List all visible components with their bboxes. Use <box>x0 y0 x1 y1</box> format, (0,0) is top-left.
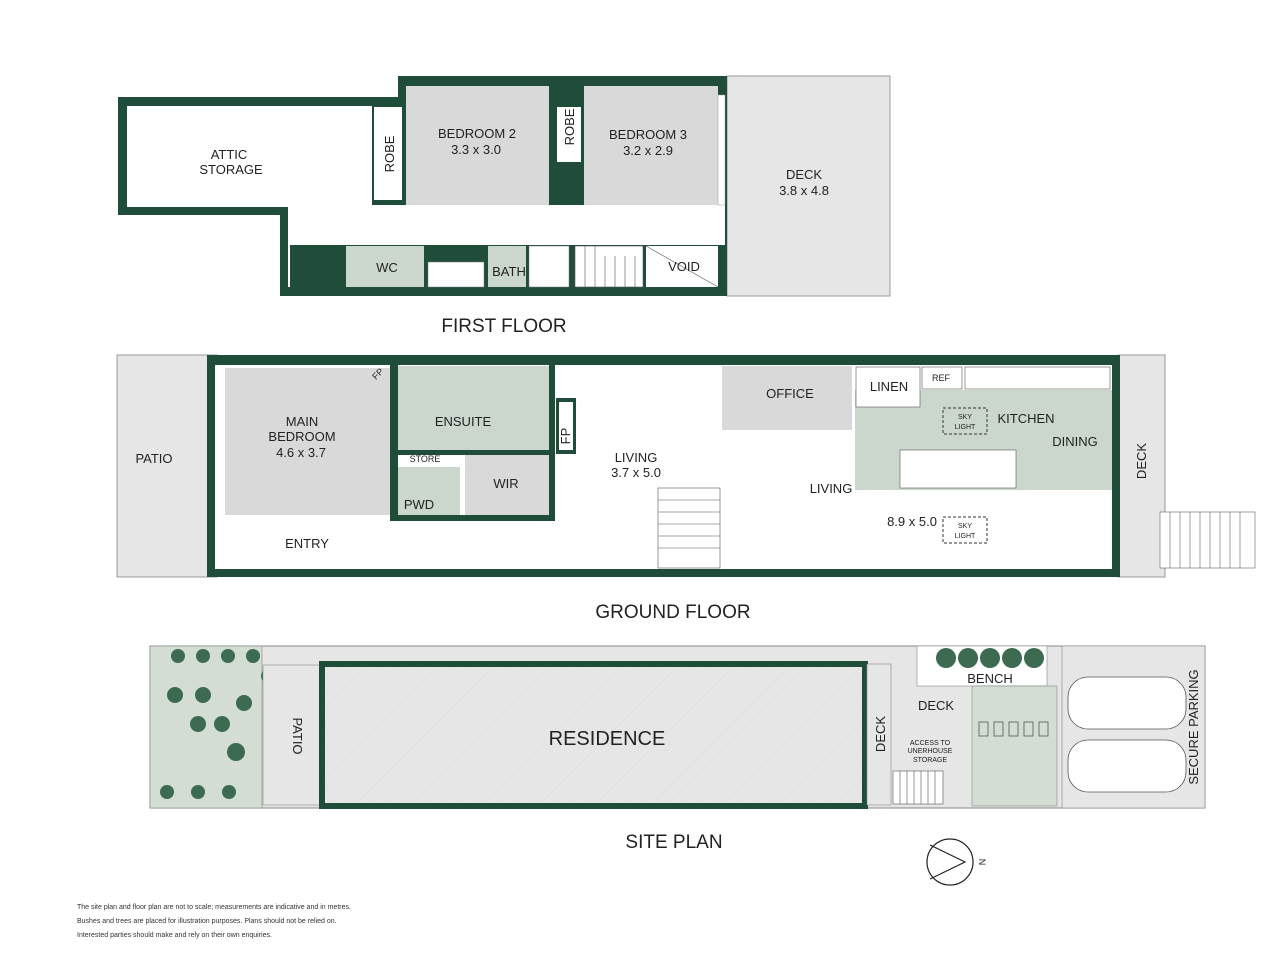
site-plan-title: SITE PLAN <box>625 832 722 853</box>
label-robe-2: ROBE <box>562 108 577 145</box>
stairs-ground <box>657 487 721 569</box>
size-deck-first: 3.8 x 4.8 <box>779 183 829 198</box>
first-floor: ATTIC STORAGE ROBE ROBE BEDROOM 2 3.3 x … <box>118 75 891 337</box>
label-living-2: LIVING <box>810 481 853 496</box>
size-bedroom-3: 3.2 x 2.9 <box>623 143 673 158</box>
label-fp-living: FP <box>558 428 573 445</box>
label-bedroom-3: BEDROOM 3 <box>609 127 687 142</box>
wir <box>465 455 549 515</box>
label-patio: PATIO <box>135 451 172 466</box>
skylight-2 <box>942 516 988 544</box>
linen <box>855 366 921 408</box>
disclaimer-line-1: The site plan and floor plan are not to … <box>77 904 351 911</box>
robe-1 <box>374 107 402 200</box>
label-light-2: LIGHT <box>955 533 976 540</box>
label-site-deck: DECK <box>918 698 954 713</box>
label-bedroom: BEDROOM <box>268 429 335 444</box>
size-open-plan: 8.9 x 5.0 <box>887 514 937 529</box>
garden <box>149 645 263 809</box>
deck-first-floor <box>726 75 891 297</box>
label-bath: BATH <box>492 264 526 279</box>
robe-2 <box>557 107 581 162</box>
label-office: OFFICE <box>766 386 814 401</box>
size-living: 3.7 x 5.0 <box>611 465 661 480</box>
ensuite <box>398 366 549 450</box>
stairs-first-floor <box>574 245 644 288</box>
vanity <box>427 261 485 288</box>
first-floor-title: FIRST FLOOR <box>441 316 566 337</box>
site-patio <box>262 664 321 806</box>
label-entry: ENTRY <box>285 536 329 551</box>
deck-ground <box>1117 354 1166 578</box>
stepping-stones <box>978 721 1049 737</box>
disclaimer-line-2: Bushes and trees are placed for illustra… <box>77 918 337 925</box>
bath <box>488 246 526 287</box>
label-deck-ground: DECK <box>1134 443 1149 479</box>
label-sky-1: SKY <box>958 414 972 421</box>
wc <box>346 246 424 287</box>
label-dining: DINING <box>1052 434 1098 449</box>
label-wir: WIR <box>493 476 518 491</box>
bedroom-2 <box>406 86 549 205</box>
label-living: LIVING <box>615 450 658 465</box>
label-attic: ATTIC <box>211 147 248 162</box>
label-access-3: STORAGE <box>913 757 947 764</box>
label-secure-parking: SECURE PARKING <box>1186 669 1201 784</box>
size-main-bedroom: 4.6 x 3.7 <box>276 445 326 460</box>
compass-icon: N <box>926 838 987 886</box>
label-bench: BENCH <box>967 671 1013 686</box>
label-main: MAIN <box>286 414 319 429</box>
shower <box>528 245 570 288</box>
label-sky-2: SKY <box>958 523 972 530</box>
kitchen-island <box>899 449 1017 489</box>
car-2 <box>1067 739 1187 793</box>
compass-north: N <box>977 859 987 866</box>
label-access-2: UNERHOUSE <box>908 748 953 755</box>
label-kitchen: KITCHEN <box>997 411 1054 426</box>
main-bedroom <box>225 368 390 515</box>
ground-floor: PATIO MAIN BEDROOM 4.6 x 3.7 FP ENSUITE … <box>116 354 1256 623</box>
label-deck-first: DECK <box>786 167 822 182</box>
label-light-1: LIGHT <box>955 424 976 431</box>
disclaimer-line-3: Interested parties should make and rely … <box>77 932 272 939</box>
label-storage: STORAGE <box>199 162 263 177</box>
ground-floor-title: GROUND FLOOR <box>595 602 750 623</box>
car-1 <box>1067 676 1187 730</box>
label-ref: REF <box>932 373 951 383</box>
underhouse-stairs <box>892 770 944 805</box>
label-access-1: ACCESS TO <box>910 740 951 747</box>
residence <box>319 661 868 809</box>
fridge <box>921 366 963 390</box>
label-ensuite: ENSUITE <box>435 414 492 429</box>
attic-storage <box>127 106 372 287</box>
label-void: VOID <box>668 259 700 274</box>
label-wc: WC <box>376 260 398 275</box>
office <box>722 366 852 430</box>
powder-room <box>398 467 460 515</box>
disclaimer: The site plan and floor plan are not to … <box>77 901 351 943</box>
bench-top <box>964 366 1111 390</box>
deck-steps <box>1159 511 1256 569</box>
label-residence: RESIDENCE <box>549 728 666 750</box>
bedroom-3 <box>584 86 718 205</box>
label-store: STORE <box>410 454 441 464</box>
site-deck-side <box>866 663 892 806</box>
site-plan: PATIO RESIDENCE DECK DECK BENCH ACCESS T… <box>149 645 1206 886</box>
label-bedroom-2: BEDROOM 2 <box>438 126 516 141</box>
courtyard <box>971 685 1058 807</box>
label-site-deck-side: DECK <box>873 716 888 752</box>
label-site-patio: PATIO <box>290 717 305 754</box>
label-pwd: PWD <box>404 497 434 512</box>
label-robe-1: ROBE <box>382 135 397 172</box>
patio-ground <box>116 354 218 578</box>
size-bedroom-2: 3.3 x 3.0 <box>451 142 501 157</box>
skylight-1 <box>942 407 988 435</box>
label-linen: LINEN <box>870 379 908 394</box>
store <box>398 455 460 465</box>
